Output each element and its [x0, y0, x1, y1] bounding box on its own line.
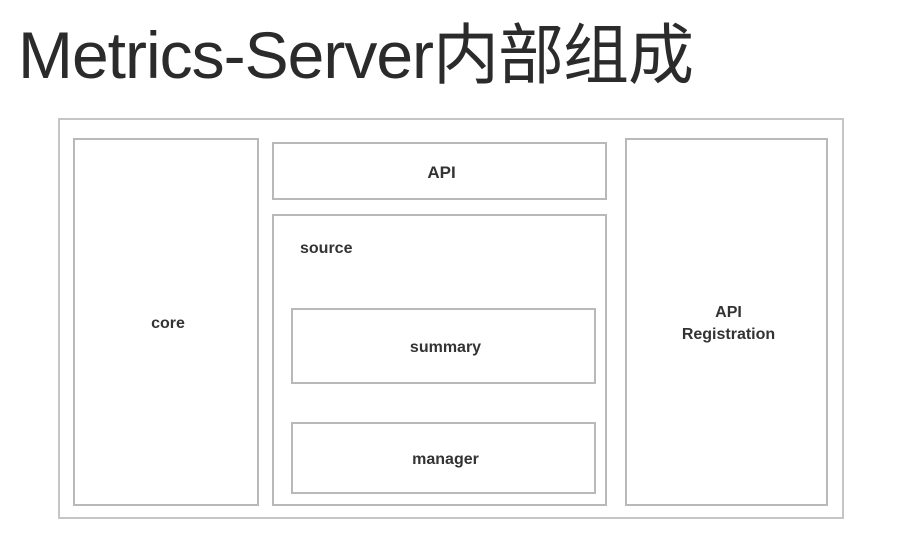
core-box[interactable]: core	[73, 138, 259, 506]
summary-label: summary	[409, 339, 482, 356]
diagram-title: Metrics-Server内部组成	[18, 18, 694, 92]
core-label: core	[151, 315, 185, 332]
api-registration-box[interactable]: API Registration	[625, 138, 828, 506]
api-label: API	[427, 163, 456, 182]
manager-box[interactable]: manager	[291, 422, 596, 494]
api-registration-label-line2: Registration	[681, 326, 776, 343]
source-label: source	[300, 240, 353, 257]
api-registration-label-line1: API	[715, 304, 742, 321]
summary-box[interactable]: summary	[291, 308, 596, 384]
manager-label: manager	[412, 451, 479, 468]
api-registration-label: API Registration	[627, 140, 830, 508]
api-box[interactable]: API	[272, 142, 607, 200]
